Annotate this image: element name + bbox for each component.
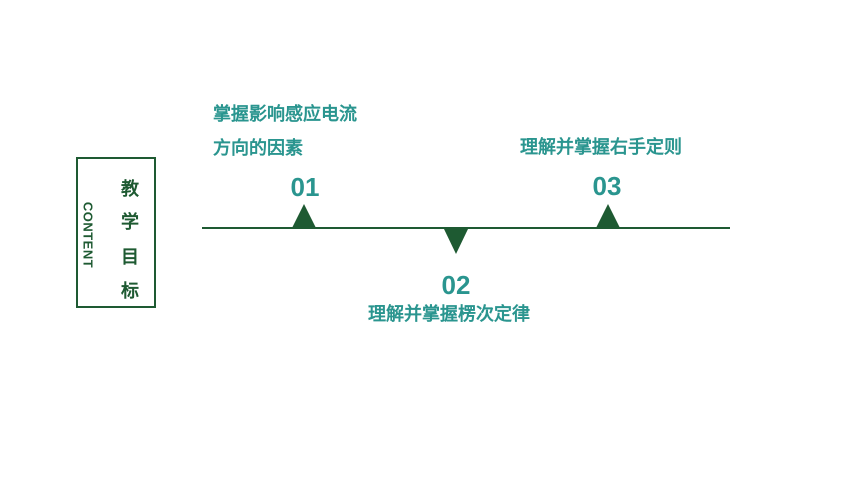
title-char-2: 学 — [121, 212, 139, 233]
item-01-label-line-2: 方向的因素 — [213, 138, 303, 159]
timeline-line — [202, 227, 730, 229]
title-char-1: 教 — [121, 179, 139, 200]
title-char-3: 目 — [121, 247, 139, 268]
item-01-label-line-1: 掌握影响感应电流 — [213, 104, 357, 125]
content-label: CONTENT — [80, 201, 96, 269]
item-01-number: 01 — [290, 172, 320, 202]
item-02-number: 02 — [441, 270, 471, 300]
item-03-number: 03 — [592, 171, 622, 201]
item-03-label: 理解并掌握右手定则 — [520, 137, 682, 158]
section-title-box — [76, 157, 156, 308]
marker-02-down-triangle-icon — [444, 229, 468, 254]
marker-01-up-triangle-icon — [292, 204, 316, 228]
item-02-label: 理解并掌握楞次定律 — [368, 304, 530, 325]
marker-03-up-triangle-icon — [596, 204, 620, 228]
title-char-4: 标 — [121, 281, 139, 302]
